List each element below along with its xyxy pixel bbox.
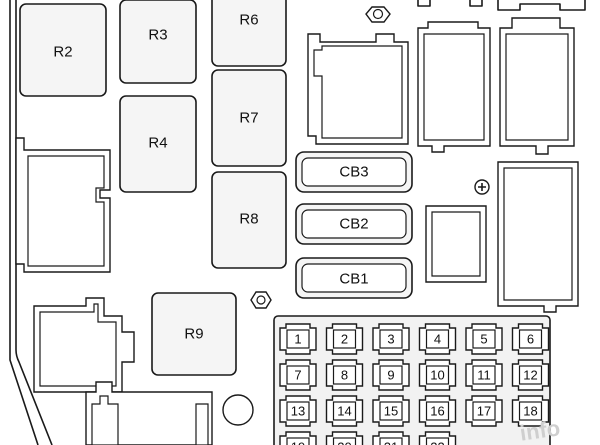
fuse-4[interactable]: 4 xyxy=(418,323,457,355)
fuse-20[interactable]: 20 xyxy=(325,431,364,445)
relay-r6-label: R6 xyxy=(239,12,258,29)
fuse-2[interactable]: 2 xyxy=(325,323,364,355)
relay-r7[interactable]: R7 xyxy=(211,69,287,167)
fuse-7[interactable]: 7 xyxy=(279,359,317,391)
fuse-11[interactable]: 11 xyxy=(465,359,503,391)
relay-r8[interactable]: R8 xyxy=(211,171,287,269)
fuse-16[interactable]: 16 xyxy=(418,395,457,427)
fuse-3[interactable]: 3 xyxy=(372,323,410,355)
fuse-6-label: 6 xyxy=(527,332,534,347)
fuse-13-label: 13 xyxy=(291,404,305,419)
relay-r3[interactable]: R3 xyxy=(119,0,197,84)
fuse-9[interactable]: 9 xyxy=(372,359,410,391)
watermark: info xyxy=(518,415,561,445)
fuse-19-label: 19 xyxy=(291,440,305,445)
mounting-nut-middle xyxy=(250,291,272,309)
fuse-1[interactable]: 1 xyxy=(279,323,317,355)
fuse-21-label: 21 xyxy=(384,440,398,445)
relay-r7-label: R7 xyxy=(239,110,258,127)
fuse-16-label: 16 xyxy=(430,404,444,419)
screw-right xyxy=(474,179,490,195)
fuse-9-label: 9 xyxy=(387,368,394,383)
fuse-21[interactable]: 21 xyxy=(372,431,410,445)
round-grommet xyxy=(222,394,254,426)
fuse-20-label: 20 xyxy=(337,440,351,445)
relay-r2-label: R2 xyxy=(53,44,72,61)
fuse-grid: 12345678910111213141516171819202122 xyxy=(279,323,550,445)
housing-outline xyxy=(9,0,39,445)
top-connector-a xyxy=(417,0,483,7)
fuse-2-label: 2 xyxy=(341,332,348,347)
fuse-10[interactable]: 10 xyxy=(418,359,457,391)
relay-r4[interactable]: R4 xyxy=(119,95,197,193)
fuse-1-label: 1 xyxy=(294,332,301,347)
fuse-22[interactable]: 22 xyxy=(418,431,457,445)
fuse-17-label: 17 xyxy=(477,404,491,419)
circuit-breaker-cb3[interactable]: CB3 xyxy=(295,151,413,193)
top-connector-b xyxy=(497,0,586,11)
circuit-breaker-cb3-label: CB3 xyxy=(339,164,368,181)
relay-r8-label: R8 xyxy=(239,211,258,228)
fuse-18-label: 18 xyxy=(523,404,537,419)
relay-r3-label: R3 xyxy=(148,27,167,44)
fuse-14[interactable]: 14 xyxy=(325,395,364,427)
housing-outline-inner xyxy=(15,0,53,445)
circuit-breaker-cb1-label: CB1 xyxy=(339,271,368,288)
upper-right-connector-a xyxy=(417,21,491,153)
left-connector xyxy=(15,137,111,273)
fuse-6[interactable]: 6 xyxy=(511,323,550,355)
fuse-5-label: 5 xyxy=(480,332,487,347)
relay-r6[interactable]: R6 xyxy=(211,0,287,67)
fuse-15-label: 15 xyxy=(384,404,398,419)
fuse-12[interactable]: 12 xyxy=(511,359,550,391)
fuse-5[interactable]: 5 xyxy=(465,323,503,355)
fuse-22-label: 22 xyxy=(430,440,444,445)
fuse-8-label: 8 xyxy=(341,368,348,383)
fuse-14-label: 14 xyxy=(337,404,351,419)
fuse-7-label: 7 xyxy=(294,368,301,383)
relay-r4-label: R4 xyxy=(148,135,167,152)
fuse-4-label: 4 xyxy=(434,332,441,347)
fuse-18[interactable]: 18 xyxy=(511,395,550,427)
circuit-breaker-cb2-label: CB2 xyxy=(339,216,368,233)
fuse-13[interactable]: 13 xyxy=(279,395,317,427)
circuit-breaker-cb2[interactable]: CB2 xyxy=(295,203,413,245)
relay-r9[interactable]: R9 xyxy=(151,292,237,376)
relay-r2[interactable]: R2 xyxy=(19,3,107,97)
circuit-breaker-cb1[interactable]: CB1 xyxy=(295,257,413,299)
upper-middle-connector xyxy=(307,33,409,145)
upper-right-connector-b xyxy=(499,17,575,155)
lower-left-connector xyxy=(33,297,135,393)
fuse-8[interactable]: 8 xyxy=(325,359,364,391)
relay-r9-label: R9 xyxy=(184,326,203,343)
fuse-12-label: 12 xyxy=(523,368,537,383)
fuse-11-label: 11 xyxy=(477,368,491,383)
fuse-3-label: 3 xyxy=(387,332,394,347)
bottom-left-connector xyxy=(85,381,213,445)
mounting-nut-top xyxy=(365,6,391,23)
small-right-connector xyxy=(425,205,487,283)
fuse-19[interactable]: 19 xyxy=(279,431,317,445)
fuse-17[interactable]: 17 xyxy=(465,395,503,427)
fuse-10-label: 10 xyxy=(430,368,444,383)
fuse-15[interactable]: 15 xyxy=(372,395,410,427)
right-tall-connector xyxy=(497,161,579,313)
